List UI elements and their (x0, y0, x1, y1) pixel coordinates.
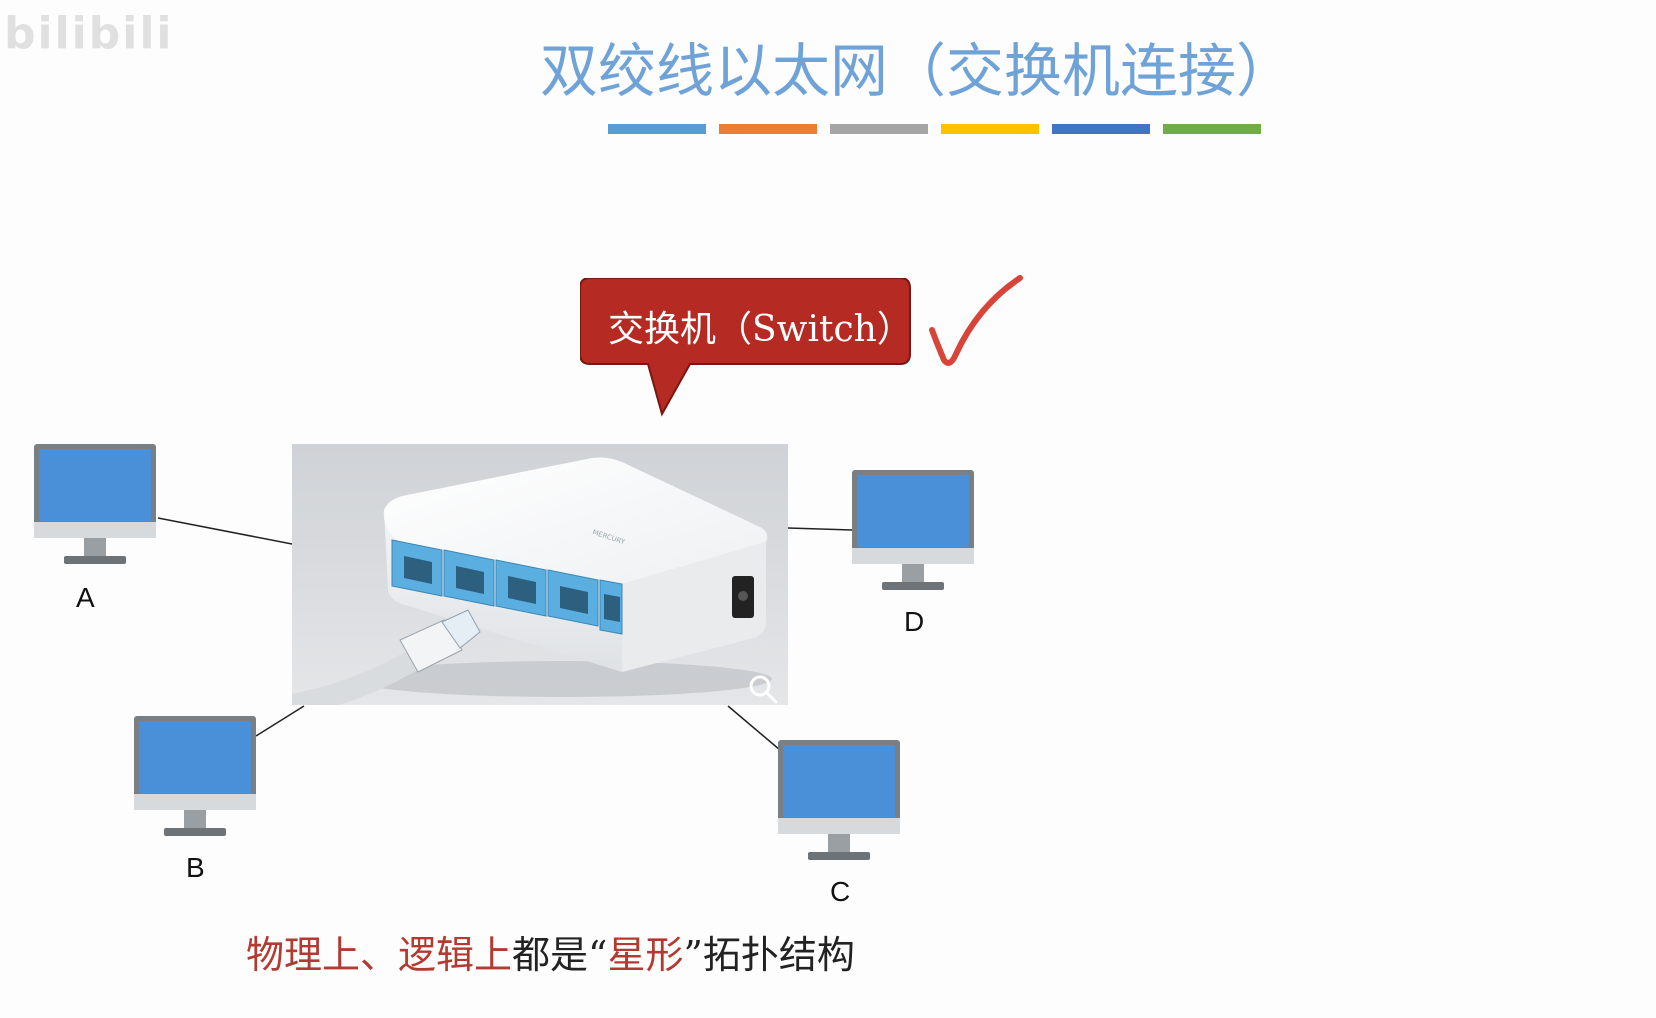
callout-label: 交换机（Switch） (608, 309, 913, 350)
link-d (787, 527, 853, 531)
link-b (255, 705, 305, 737)
color-bar-yellow (941, 124, 1039, 134)
host-b-computer-icon (134, 716, 260, 846)
color-bar-darkblue (1052, 124, 1150, 134)
color-bar-gray (830, 124, 928, 134)
host-d-label: D (904, 606, 925, 637)
link-c (727, 705, 781, 751)
switch-callout (580, 278, 911, 417)
monitor-icon (778, 740, 900, 860)
color-bar-green (1163, 124, 1261, 134)
check-mark-icon (929, 275, 1023, 366)
ethernet-cable (292, 609, 481, 705)
host-c-label: C (830, 876, 851, 907)
caption-physical-logical: 物理上、逻辑上 (246, 933, 513, 977)
link-a (157, 517, 293, 545)
magnifier-icon (749, 675, 778, 704)
host-b-label: B (186, 852, 205, 883)
slide-title: 双绞线以太网（交换机连接） (540, 37, 1295, 105)
monitor-icon (34, 444, 156, 564)
switch-illustration: MERCURY (292, 444, 788, 705)
switch-photo: MERCURY (292, 444, 788, 705)
callout-shape (580, 278, 911, 417)
caption-both-are: 都是“ (512, 933, 608, 977)
topology-caption: 物理上、逻辑上都是“星形”拓扑结构 (246, 924, 855, 979)
host-d-computer-icon (852, 470, 978, 600)
color-bar-blue (608, 124, 706, 134)
caption-topology: ”拓扑结构 (683, 933, 855, 977)
color-bar-orange (719, 124, 817, 134)
host-a-computer-icon (34, 444, 160, 574)
ethernet-ports (391, 539, 623, 635)
host-a-label: A (76, 582, 95, 613)
host-c-computer-icon (778, 740, 904, 870)
caption-star: 星形 (607, 933, 684, 977)
title-color-bars (608, 124, 1261, 134)
watermark-logo: bilibili (4, 8, 174, 59)
monitor-icon (852, 470, 974, 590)
monitor-icon (134, 716, 256, 836)
